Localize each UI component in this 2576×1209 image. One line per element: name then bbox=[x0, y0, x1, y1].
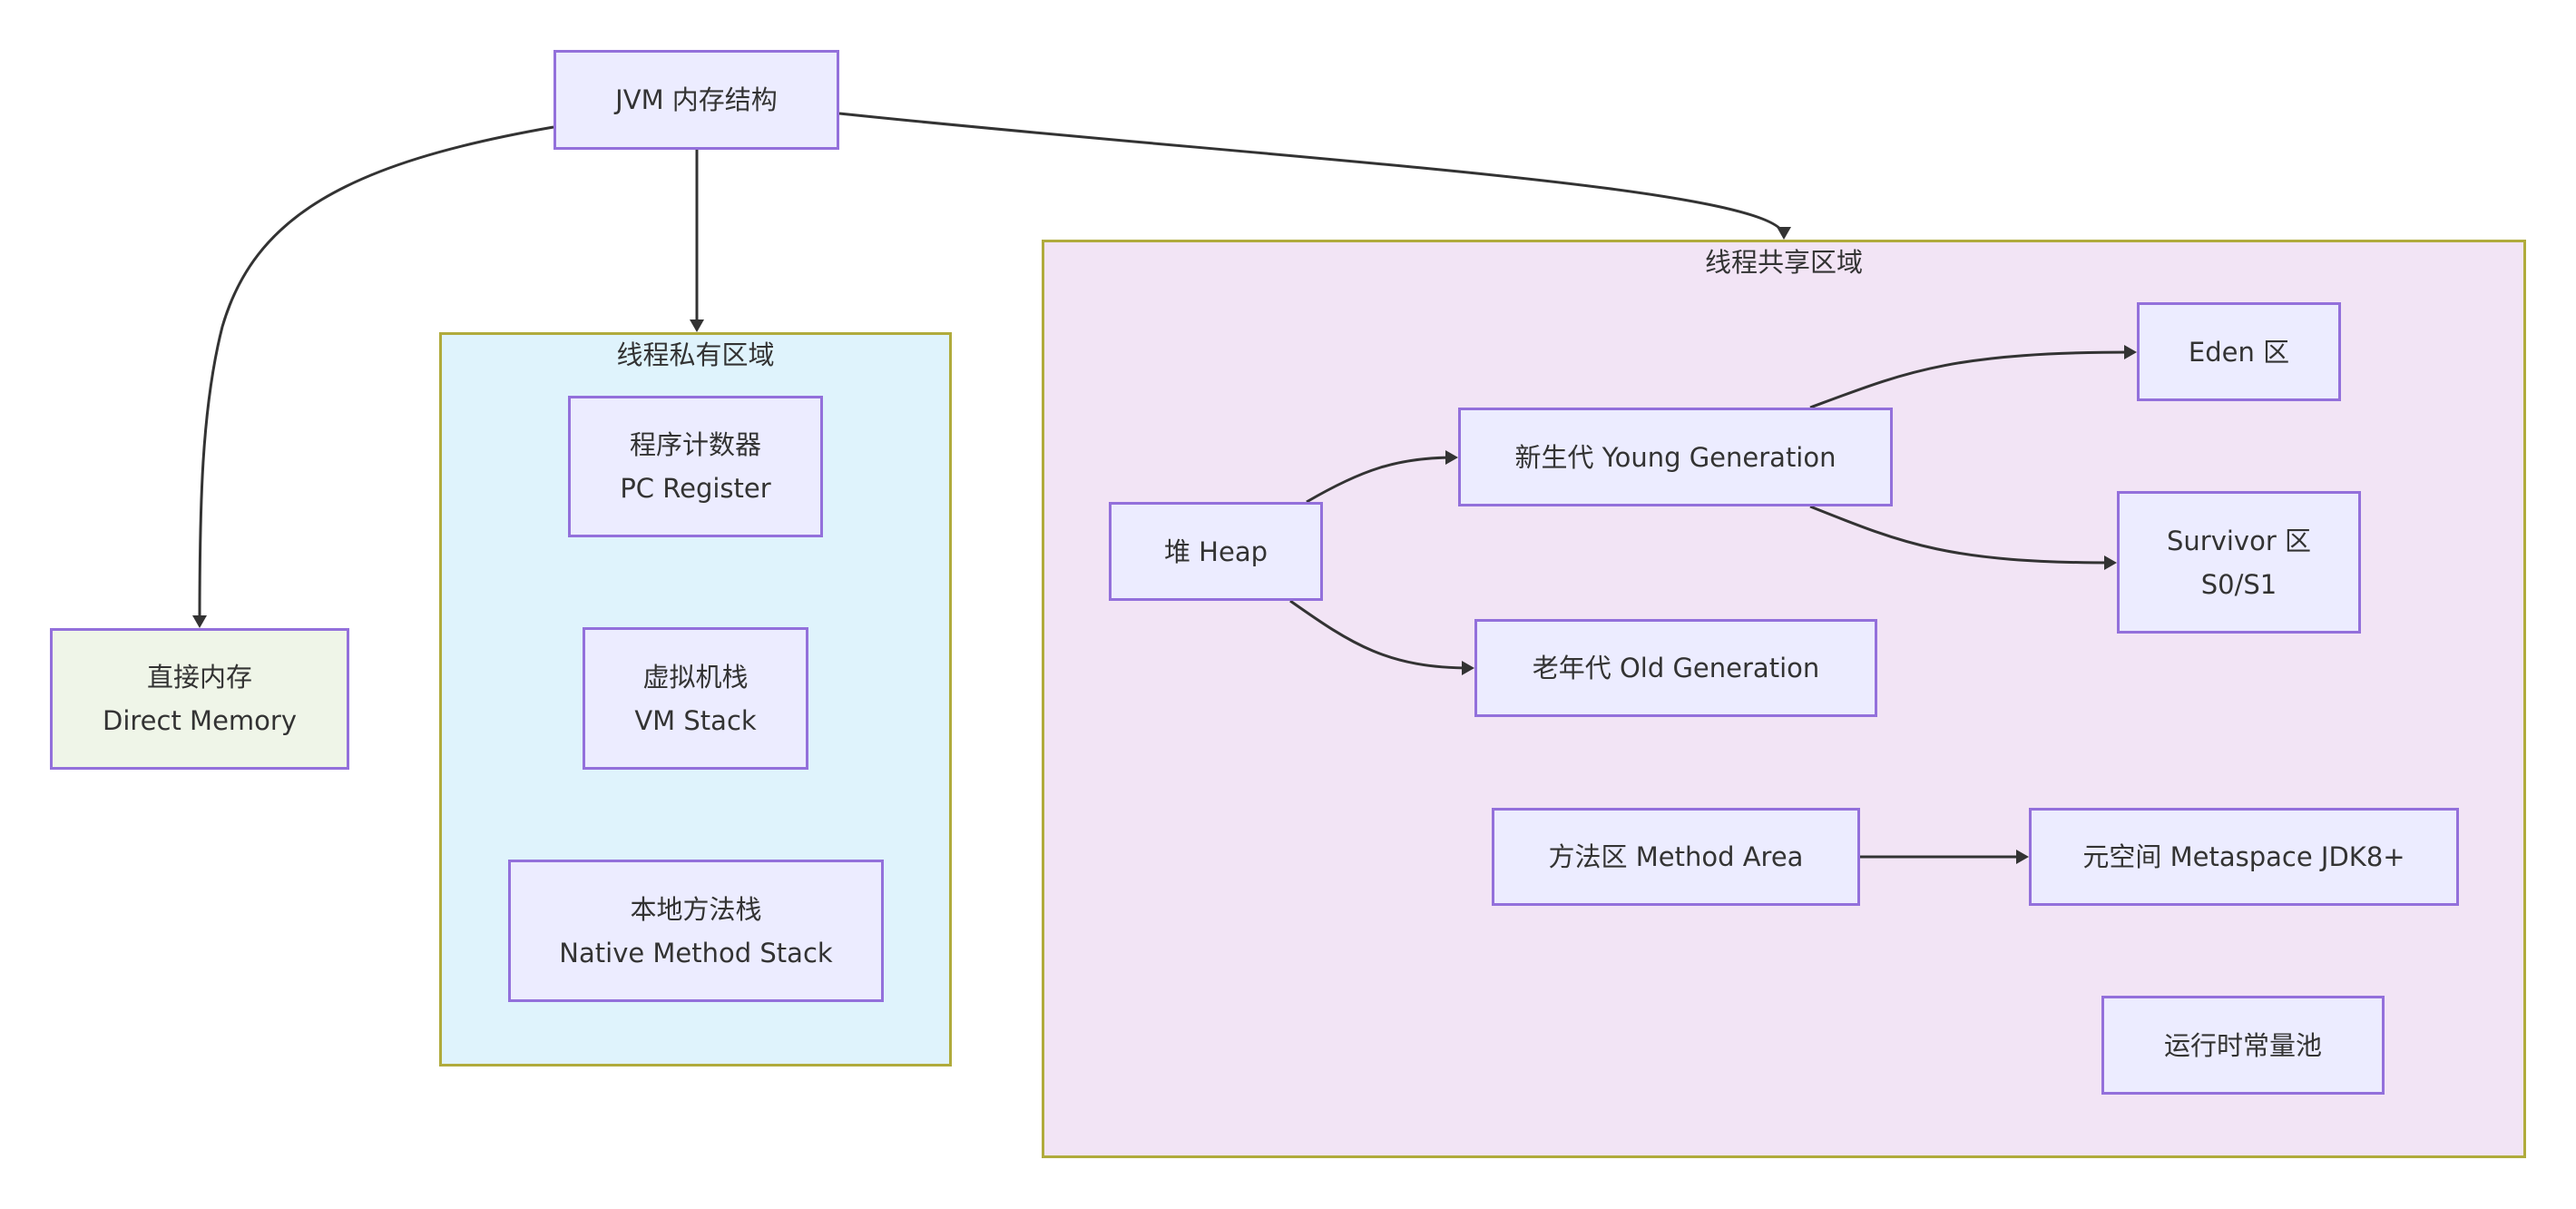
node-young-generation[interactable]: 新生代 Young Generation bbox=[1458, 408, 1893, 506]
node-runtime-constant-pool[interactable]: 运行时常量池 bbox=[2101, 996, 2385, 1095]
node-label: 老年代 Old Generation bbox=[1532, 653, 1820, 683]
node-vm-stack[interactable]: 虚拟机栈 VM Stack bbox=[583, 627, 808, 770]
arrowhead-icon bbox=[690, 319, 704, 332]
node-label: 方法区 Method Area bbox=[1548, 841, 1804, 872]
node-heap[interactable]: 堆 Heap bbox=[1109, 502, 1323, 601]
node-metaspace[interactable]: 元空间 Metaspace JDK8+ bbox=[2029, 808, 2459, 906]
node-label-en: VM Stack bbox=[634, 704, 757, 736]
node-survivor[interactable]: Survivor 区 S0/S1 bbox=[2117, 491, 2361, 634]
node-label: Eden 区 bbox=[2188, 336, 2290, 368]
node-label-line2: S0/S1 bbox=[2200, 568, 2277, 600]
cluster-thread-private-label: 线程私有区域 bbox=[616, 339, 775, 370]
node-method-area[interactable]: 方法区 Method Area bbox=[1492, 808, 1860, 906]
node-label-cn: 程序计数器 bbox=[629, 429, 761, 460]
node-label: JVM 内存结构 bbox=[615, 84, 778, 115]
node-label: 新生代 Young Generation bbox=[1514, 441, 1837, 473]
node-direct-memory[interactable]: 直接内存 Direct Memory bbox=[50, 628, 349, 770]
node-native-method-stack[interactable]: 本地方法栈 Native Method Stack bbox=[508, 860, 884, 1002]
node-label: 元空间 Metaspace JDK8+ bbox=[2082, 841, 2405, 872]
node-label-cn: 虚拟机栈 bbox=[642, 661, 749, 693]
node-label-cn: 本地方法栈 bbox=[630, 893, 762, 925]
arrowhead-icon bbox=[192, 615, 207, 628]
node-jvm-memory-structure[interactable]: JVM 内存结构 bbox=[553, 50, 839, 150]
edge-root-to-shared bbox=[838, 112, 1786, 237]
node-label: 堆 Heap bbox=[1163, 536, 1268, 567]
node-label-en: PC Register bbox=[620, 473, 771, 504]
node-label-line1: Survivor 区 bbox=[2167, 525, 2311, 556]
node-label-en: Native Method Stack bbox=[559, 937, 833, 968]
node-label-en: Direct Memory bbox=[103, 705, 297, 736]
node-eden[interactable]: Eden 区 bbox=[2137, 302, 2341, 401]
node-label-cn: 直接内存 bbox=[146, 662, 252, 693]
node-old-generation[interactable]: 老年代 Old Generation bbox=[1474, 619, 1877, 717]
cluster-thread-shared-label: 线程共享区域 bbox=[1704, 247, 1863, 278]
node-label: 运行时常量池 bbox=[2163, 1029, 2322, 1061]
node-pc-register[interactable]: 程序计数器 PC Register bbox=[568, 396, 823, 537]
arrowhead-icon bbox=[1777, 227, 1791, 240]
